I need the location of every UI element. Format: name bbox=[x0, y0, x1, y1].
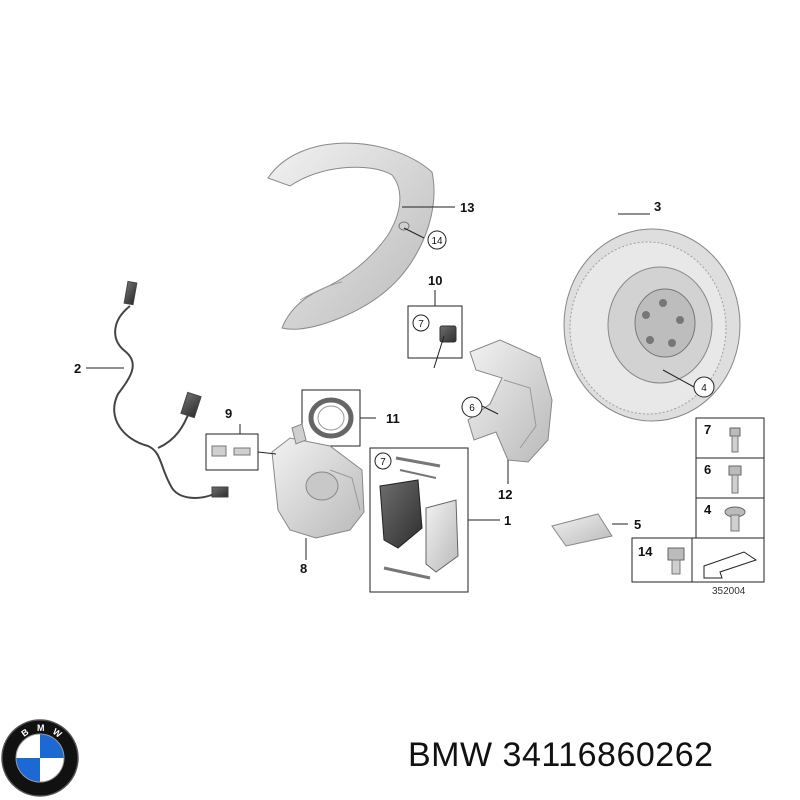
callout-12: 12 bbox=[498, 487, 512, 502]
callout-4-circled: 4 bbox=[701, 383, 707, 394]
clip-illustration bbox=[407, 305, 463, 359]
bleeder-screw-illustration bbox=[205, 433, 259, 471]
grease-sachet-illustration bbox=[551, 513, 613, 547]
callout-4: 4 bbox=[704, 502, 712, 517]
brake-caliper-illustration bbox=[271, 423, 365, 539]
piston-seal-illustration bbox=[301, 389, 361, 447]
bmw-roundel-icon: B M W bbox=[1, 719, 79, 797]
callout-7-circled-clip: 7 bbox=[418, 319, 424, 330]
callout-14: 14 bbox=[638, 544, 653, 559]
speed-sensor-illustration bbox=[113, 280, 229, 499]
callout-7-circled-pads: 7 bbox=[380, 457, 386, 468]
callout-14-circled: 14 bbox=[431, 236, 443, 247]
callouts: 13 14 10 7 3 4 2 9 11 6 12 7 1 8 5 7 6 4… bbox=[74, 199, 746, 597]
callout-6-circled: 6 bbox=[469, 403, 475, 414]
callout-6-ring bbox=[461, 396, 483, 418]
callout-3: 3 bbox=[654, 199, 661, 214]
figure-number: 352004 bbox=[712, 586, 746, 597]
callout-11: 11 bbox=[386, 411, 400, 426]
callout-6: 6 bbox=[704, 462, 711, 477]
brake-shield-illustration bbox=[267, 142, 435, 330]
callout-7: 7 bbox=[704, 422, 711, 437]
leader-lines bbox=[86, 206, 695, 560]
svg-text:M: M bbox=[37, 723, 45, 733]
callout-9: 9 bbox=[225, 406, 232, 421]
callout-4-ring bbox=[693, 376, 715, 398]
bolt-box-illustration bbox=[631, 417, 765, 583]
callout-8: 8 bbox=[300, 561, 307, 576]
callout-2: 2 bbox=[74, 361, 81, 376]
brake-pads-illustration bbox=[369, 447, 469, 593]
caliper-carrier-illustration bbox=[467, 339, 553, 463]
callout-13: 13 bbox=[460, 200, 474, 215]
callout-5: 5 bbox=[634, 517, 641, 532]
part-number-caption: BMW 34116860262 bbox=[408, 736, 714, 774]
brake-disc-illustration bbox=[563, 228, 741, 422]
callout-10: 10 bbox=[428, 273, 442, 288]
callout-14-ring bbox=[427, 230, 447, 250]
svg-text:B: B bbox=[19, 726, 30, 738]
callout-1: 1 bbox=[504, 513, 511, 528]
